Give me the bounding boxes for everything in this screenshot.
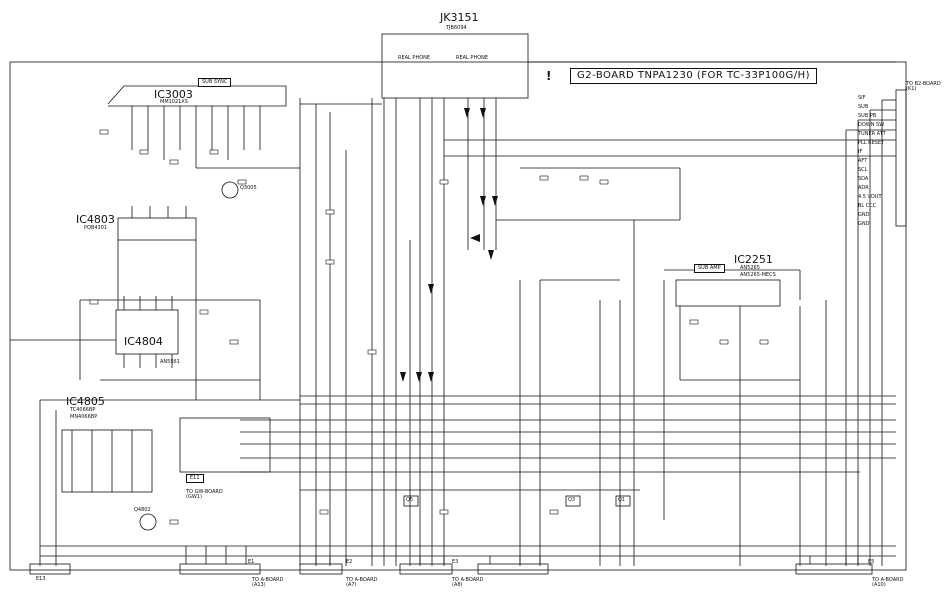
right-pin-label: IF xyxy=(858,149,863,155)
q1-body xyxy=(615,495,631,507)
right-pin-label: SDA xyxy=(858,176,869,182)
jack-ref: JK3151 xyxy=(440,11,479,24)
ic4804-ref: IC4804 xyxy=(124,335,163,348)
ic4805-alt: MN4066BP xyxy=(70,414,98,420)
ic4805-body xyxy=(61,429,153,493)
connector-e5-label: TO A-BOARD (A10) xyxy=(872,577,904,588)
ic4803-ref: IC4803 xyxy=(76,213,115,226)
ic2251-function: SUB AMP xyxy=(694,264,725,273)
ic3003-body xyxy=(107,85,287,107)
right-pin-label: AFT xyxy=(858,158,868,164)
connector-e13 xyxy=(29,563,71,575)
right-pin-label: GND xyxy=(858,212,870,218)
passive-components xyxy=(89,129,769,525)
jack-body xyxy=(381,33,529,99)
connector-e2-ref: E2 xyxy=(346,559,353,565)
ic3003-ref: IC3003 xyxy=(154,88,193,101)
right-pin-label: BL CCC xyxy=(858,203,877,209)
connector-e3-label: TO A-BOARD (A8) xyxy=(452,577,484,588)
right-pin-label: SCL xyxy=(858,167,868,173)
q1-label: Q1 xyxy=(618,497,626,503)
q3005-label: Q3005 xyxy=(240,185,257,191)
board-title: G2-BOARD TNPA1230 (FOR TC-33P100G/H) xyxy=(570,68,818,84)
right-pin-label: GND xyxy=(858,221,870,227)
q4802-symbol xyxy=(139,513,157,531)
right-pin-label: SUB xyxy=(858,104,869,110)
jack-pin-label-1: REAL PHONE xyxy=(398,55,431,61)
connector-e1-ref: E1 xyxy=(248,559,255,565)
ic4804-part: AN5561 xyxy=(160,359,180,365)
connector-e3-ref: E3 xyxy=(452,559,459,565)
jack-part: TJB6094 xyxy=(446,25,467,31)
right-pin-label: SUB PB xyxy=(858,113,877,119)
connector-e1-label: TO A-BOARD (A13) xyxy=(252,577,284,588)
connector-right xyxy=(895,89,907,227)
connector-e13-ref: E13 xyxy=(36,576,46,582)
q3005-symbol xyxy=(221,181,239,199)
connector-e5 xyxy=(795,563,873,575)
right-pin-label: DOWN SW xyxy=(858,122,885,128)
q5-label: Q5 xyxy=(406,497,414,503)
board-outline xyxy=(9,61,907,571)
ic3003-function: SUB SYNC xyxy=(198,78,232,87)
connector-gw-ref: E11 xyxy=(186,474,204,483)
ic2251-alt: AN5265-MECS xyxy=(740,272,776,278)
jack-pin-label-2: REAL PHONE xyxy=(456,55,489,61)
ic4803-body xyxy=(117,217,197,241)
signal-arrows xyxy=(400,108,498,382)
connector-e1 xyxy=(179,563,261,575)
ic2251-part: AN5265 xyxy=(740,265,760,271)
warning-icon: ! xyxy=(546,69,552,83)
connector-e2 xyxy=(299,563,343,575)
ic2251-ref: IC2251 xyxy=(734,253,773,266)
q4802-label: Q4802 xyxy=(134,507,151,513)
connector-e5-ref: E5 xyxy=(868,559,875,565)
ic4803-part: PQB4301 xyxy=(84,225,108,231)
ic4805-ref: IC4805 xyxy=(66,395,105,408)
right-pin-label: SIF xyxy=(858,95,866,101)
ic3003-part: MM1021XS xyxy=(160,99,188,105)
q5-body xyxy=(403,495,419,507)
connector-gw-label: TO GW-BOARD (GW1) xyxy=(186,489,223,500)
ic4804-body xyxy=(115,309,179,355)
ic2251-body xyxy=(675,279,781,307)
ic4805-switch-block xyxy=(179,417,271,473)
right-pin-label: 4.5 VOUT xyxy=(858,194,882,200)
connector-e3 xyxy=(399,563,453,575)
connector-e2-label: TO A-BOARD (A7) xyxy=(346,577,378,588)
q3-label: Q3 xyxy=(568,497,576,503)
right-pin-label: TUNER ATT xyxy=(858,131,886,137)
right-pin-label: ADR xyxy=(858,185,869,191)
connector-e3b xyxy=(477,563,549,575)
connector-right-label: TO B2-BOARD (K1) xyxy=(906,81,941,92)
ic4805-part: TC4066BP xyxy=(70,407,96,413)
q3-body xyxy=(565,495,581,507)
right-pin-label: PLL RESET xyxy=(858,140,885,146)
